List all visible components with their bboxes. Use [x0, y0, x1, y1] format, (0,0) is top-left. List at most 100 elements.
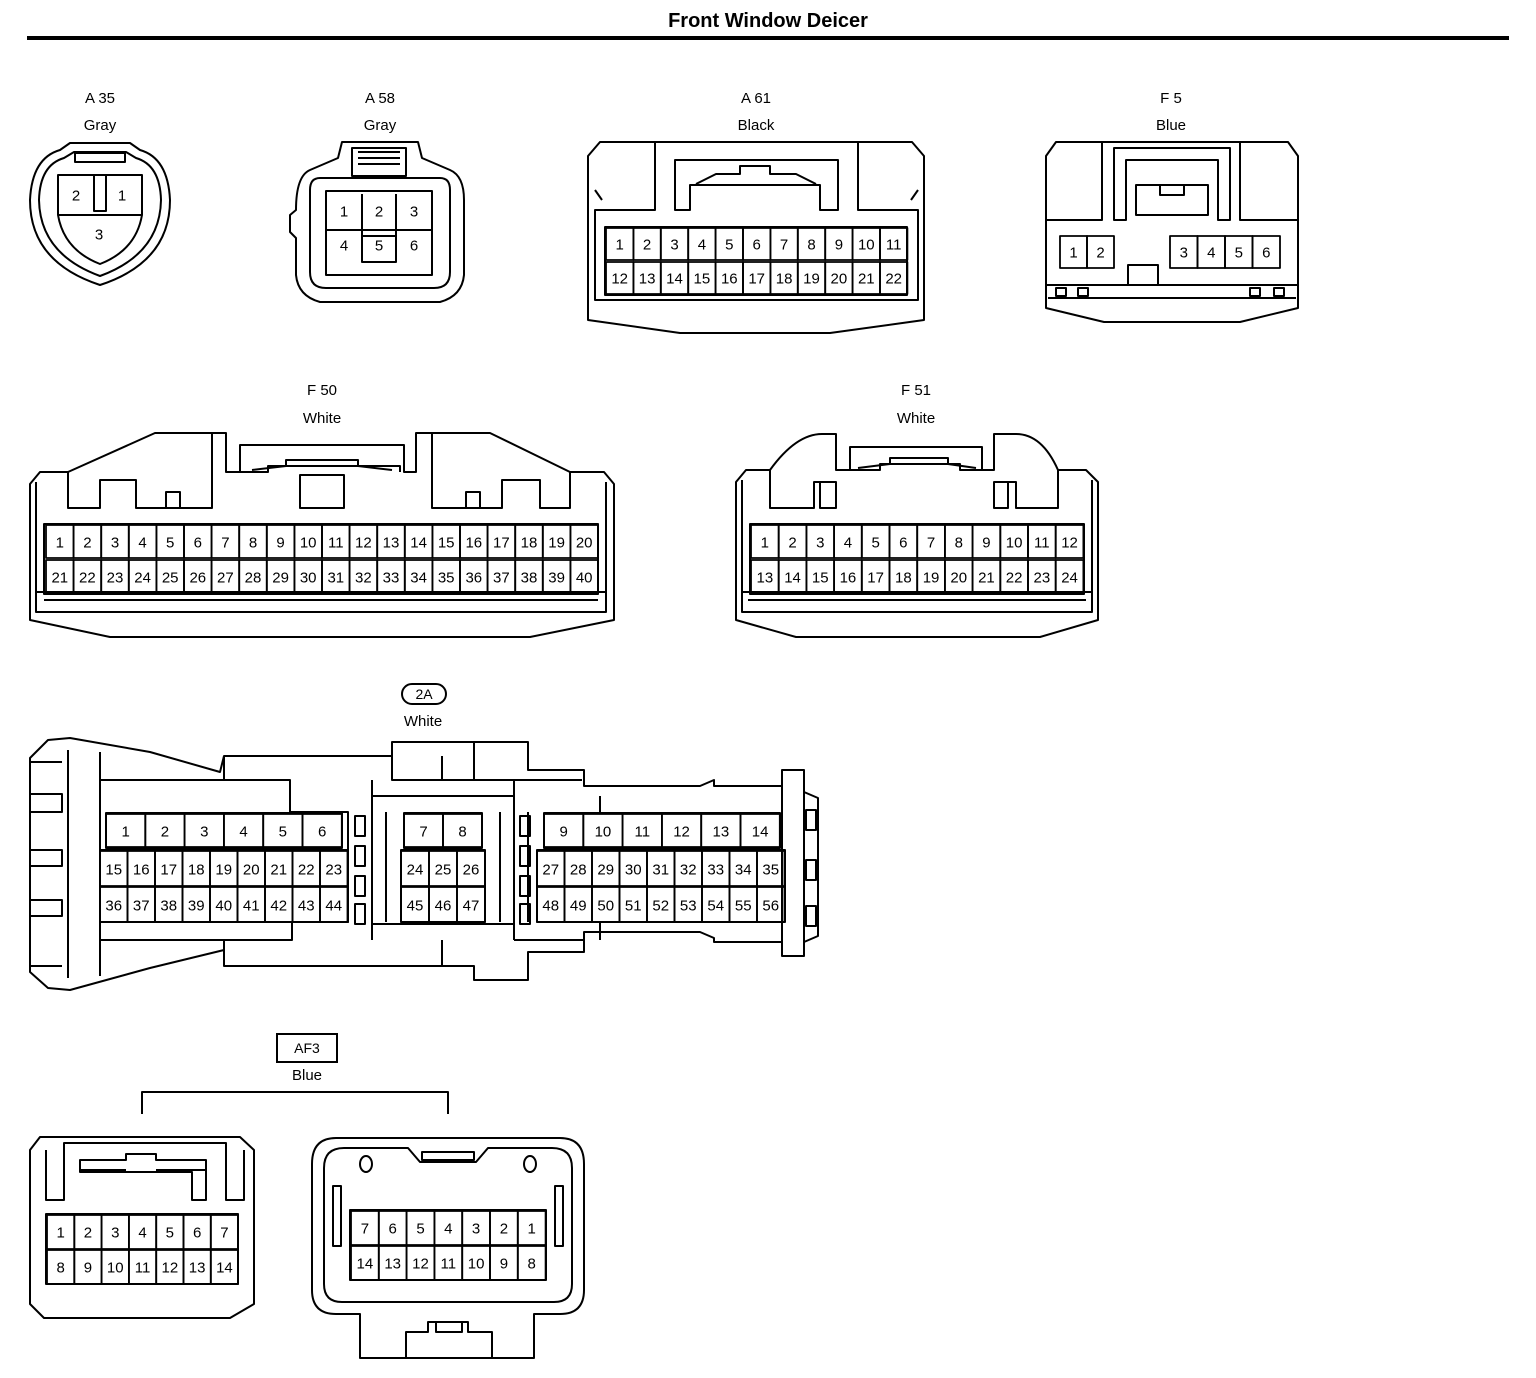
- pin-cell-44: [319, 886, 349, 923]
- connector-a58-housing: [289, 141, 465, 303]
- pin-4: 4: [138, 1224, 147, 1242]
- connector-f51-id: F 51: [900, 382, 931, 399]
- pin-12: 12: [611, 270, 629, 288]
- pin-12: 12: [1061, 534, 1078, 551]
- pin-23: 23: [106, 569, 124, 586]
- pin-13: 13: [188, 1259, 206, 1277]
- pin-4: 4: [239, 823, 248, 840]
- pin-13: 13: [756, 569, 774, 586]
- pin-13: 13: [382, 534, 400, 551]
- connector-f50-id: F 50: [306, 382, 337, 399]
- pin-3: 3: [111, 1224, 120, 1242]
- pin-cell-20: [569, 524, 599, 559]
- pin-6: 6: [409, 237, 419, 255]
- pin-12: 12: [673, 823, 690, 840]
- connector-f51-color: White: [896, 410, 936, 427]
- pin-14: 14: [410, 534, 427, 551]
- pin-1: 1: [121, 823, 130, 840]
- pin-19: 19: [922, 569, 940, 586]
- pin-31: 31: [327, 569, 345, 586]
- pin-19: 19: [215, 861, 233, 878]
- pin-34: 34: [734, 861, 752, 878]
- pin-8: 8: [458, 823, 467, 840]
- pin-22: 22: [79, 569, 96, 586]
- pin-11: 11: [885, 236, 902, 254]
- pin-7: 7: [779, 236, 789, 254]
- pin-3: 3: [110, 534, 120, 551]
- pin-7: 7: [220, 1224, 229, 1242]
- pin-31: 31: [652, 861, 670, 878]
- connector-f5-id: F 5: [1160, 90, 1182, 107]
- pin-2: 2: [1096, 244, 1105, 262]
- pin-11: 11: [134, 1259, 151, 1277]
- pin-6: 6: [899, 534, 908, 551]
- connector-f51-housing: [735, 433, 1099, 638]
- pin-11: 11: [440, 1255, 457, 1273]
- pin-29: 29: [597, 861, 615, 878]
- pin-6: 6: [193, 534, 202, 551]
- pin-cell-35: [756, 850, 786, 887]
- pin-13: 13: [384, 1255, 402, 1273]
- pin-8: 8: [807, 236, 816, 254]
- pin-27: 27: [542, 861, 560, 878]
- pin-3: 3: [200, 823, 209, 840]
- pin-19: 19: [548, 534, 565, 551]
- pin-27: 27: [217, 569, 234, 586]
- pin-33: 33: [707, 861, 725, 878]
- pin-15: 15: [811, 569, 829, 586]
- pin-14: 14: [666, 270, 683, 288]
- pin-2: 2: [499, 1220, 509, 1238]
- connector-a58-color: Gray: [363, 117, 397, 134]
- pin-1: 1: [615, 236, 624, 254]
- pin-cell-14: [739, 813, 781, 848]
- pin-4: 4: [444, 1220, 453, 1238]
- pin-54: 54: [707, 897, 725, 914]
- connector-af3-left-housing: [29, 1136, 255, 1319]
- pin-cell-11: [879, 227, 909, 261]
- pin-37: 37: [493, 569, 510, 586]
- pin-1: 1: [1069, 244, 1078, 262]
- connector-a61-color: Black: [737, 117, 775, 134]
- connector-a35-housing: [29, 142, 171, 286]
- connector-f5-color: Blue: [1155, 117, 1187, 134]
- pin-20: 20: [242, 861, 260, 878]
- pin-18: 18: [520, 534, 538, 551]
- pin-11: 11: [634, 823, 651, 840]
- pin-36: 36: [105, 897, 123, 914]
- pin-6: 6: [1262, 244, 1271, 262]
- pin-12: 12: [412, 1255, 429, 1273]
- pin-23: 23: [325, 861, 343, 878]
- pin-1: 1: [117, 187, 127, 205]
- pin-24: 24: [1061, 569, 1078, 586]
- pin-cell-40: [569, 559, 599, 594]
- pin-cell-12: [1054, 524, 1085, 559]
- pin-28: 28: [569, 861, 587, 878]
- pin-43: 43: [297, 897, 315, 914]
- pin-10: 10: [467, 1255, 485, 1273]
- pin-3: 3: [670, 236, 679, 254]
- pin-cell-7: [209, 1214, 240, 1250]
- pin-15: 15: [105, 861, 123, 878]
- pin-5: 5: [1234, 244, 1243, 262]
- pin-20: 20: [950, 569, 968, 586]
- pin-cell-47: [456, 886, 486, 923]
- connector-a61-id: A 61: [740, 90, 772, 107]
- pin-22: 22: [297, 861, 315, 878]
- pin-17: 17: [867, 569, 884, 586]
- pin-3: 3: [409, 203, 419, 221]
- connector-af3-id: AF3: [276, 1033, 338, 1063]
- pin-17: 17: [493, 534, 510, 551]
- pin-36: 36: [465, 569, 483, 586]
- pin-7: 7: [926, 534, 936, 551]
- pin-2: 2: [71, 187, 81, 205]
- pin-16: 16: [132, 861, 150, 878]
- pin-19: 19: [803, 270, 820, 288]
- connector-a35-color: Gray: [83, 117, 117, 134]
- pin-56: 56: [762, 897, 780, 914]
- pin-12: 12: [161, 1259, 179, 1277]
- pin-4: 4: [697, 236, 707, 254]
- pin-32: 32: [679, 861, 697, 878]
- pin-14: 14: [784, 569, 801, 586]
- pin-18: 18: [775, 270, 793, 288]
